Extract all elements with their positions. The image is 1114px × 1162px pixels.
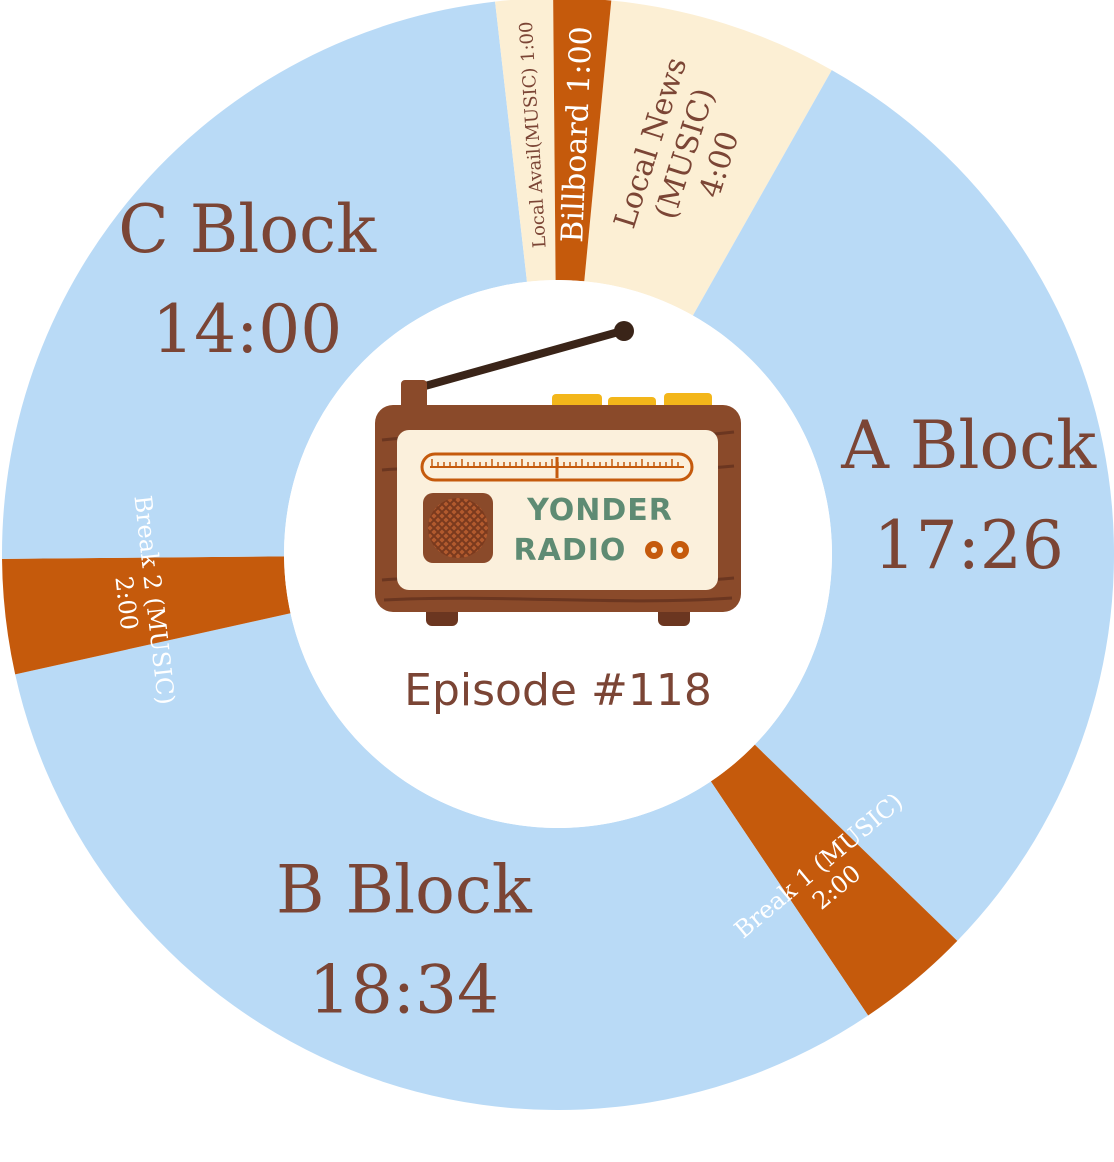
logo-text-top: YONDER xyxy=(526,493,673,528)
segment-label-line: 18:34 xyxy=(309,951,499,1028)
segment-label-c-block: C Block 14:00 xyxy=(118,191,377,368)
radio-icon: YONDER RADIO xyxy=(375,321,741,626)
segment-break-1-music xyxy=(710,744,958,1016)
segment-label-line: B Block xyxy=(276,851,533,928)
segment-label-line: C Block xyxy=(118,191,377,268)
grille-line xyxy=(443,498,488,558)
grille-line xyxy=(459,498,488,558)
dial-ticks xyxy=(431,459,679,467)
antenna-base xyxy=(401,380,427,410)
segment-c-block xyxy=(1,1,527,559)
segment-local-avail-music xyxy=(495,0,556,282)
grille-line xyxy=(459,498,488,558)
grille-line xyxy=(467,498,488,558)
antenna xyxy=(421,327,626,390)
grille-pattern xyxy=(428,498,488,558)
segment-label-line: 14:00 xyxy=(152,291,342,368)
segment-a-block xyxy=(692,70,1114,941)
segment-label-a-block: A Block 17:26 xyxy=(840,407,1097,584)
segment-label-line: 17:26 xyxy=(874,507,1064,584)
antenna-tip xyxy=(614,321,634,341)
segment-b-block xyxy=(15,613,869,1110)
episode-label: Episode #118 xyxy=(404,665,712,716)
grille-line xyxy=(467,498,488,558)
knob-right-center xyxy=(677,547,683,553)
segment-group xyxy=(1,0,1114,1110)
knob-left-center xyxy=(651,547,657,553)
segment-break-2-music xyxy=(2,556,291,675)
grille-line xyxy=(451,498,488,558)
segment-label-local-news-music: Local News(MUSIC)4:00 xyxy=(608,53,763,254)
segment-billboard xyxy=(553,0,612,282)
segment-local-news-music xyxy=(584,0,832,316)
segment-label-line: 2:00 xyxy=(109,575,143,632)
segment-label-line: A Block xyxy=(840,407,1097,484)
logo-text-bottom: RADIO xyxy=(514,533,627,568)
segment-label-b-block: B Block 18:34 xyxy=(276,851,533,1028)
